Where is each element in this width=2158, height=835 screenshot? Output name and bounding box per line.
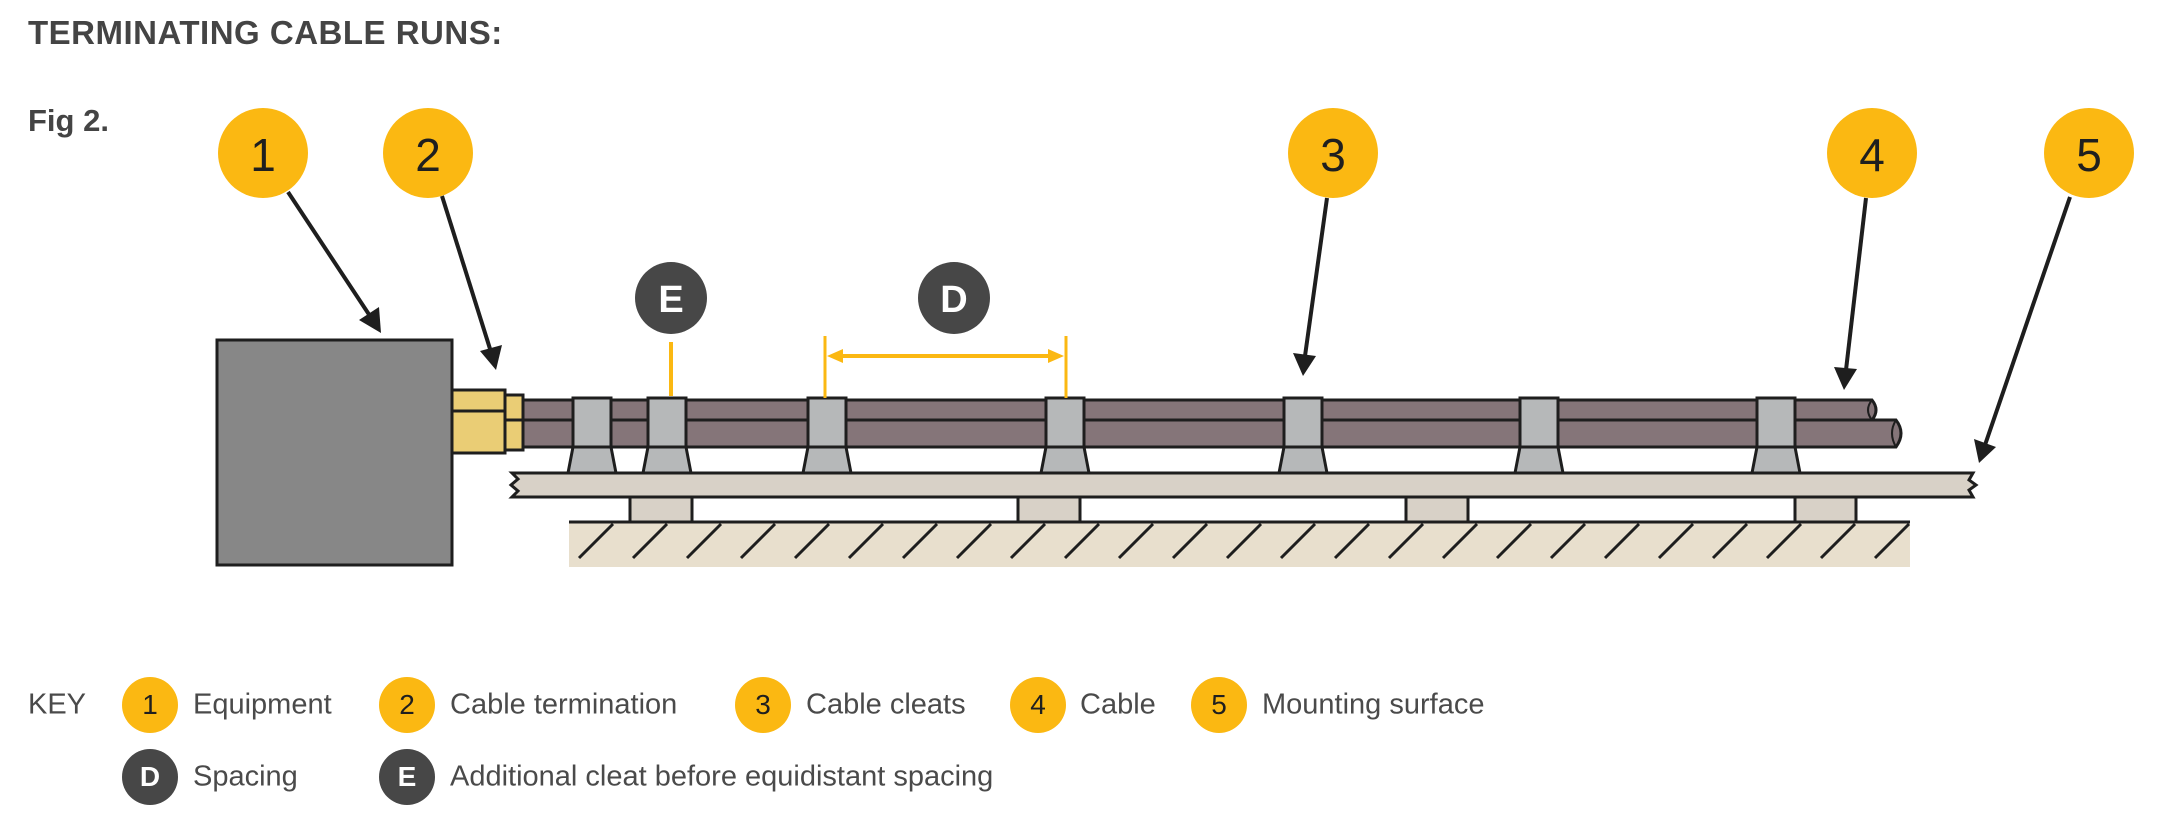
equipment-box xyxy=(215,338,454,567)
standoff-block xyxy=(1793,495,1858,524)
marker-e-text: E xyxy=(658,279,683,321)
key-label-spacing: Spacing xyxy=(193,760,298,793)
arrow-4 xyxy=(1834,197,1868,390)
cable-upper xyxy=(518,398,1878,422)
callout-2: 2 xyxy=(383,108,473,198)
key-badge-2: 2 xyxy=(379,677,435,733)
key-badge-e: E xyxy=(379,749,435,805)
arrow-5 xyxy=(1974,196,2072,463)
arrow-1 xyxy=(286,190,381,333)
callout-4: 4 xyxy=(1827,108,1917,198)
page-title: TERMINATING CABLE RUNS: xyxy=(28,14,503,51)
key-badge-4: 4 xyxy=(1010,677,1066,733)
cable-cleats xyxy=(566,396,1802,475)
marker-d-text: D xyxy=(940,279,967,321)
key-title: KEY xyxy=(28,688,87,721)
key-label-cable-termination: Cable termination xyxy=(450,688,678,721)
marker-e: E xyxy=(635,262,707,334)
mounting-surface xyxy=(508,471,1979,499)
standoffs xyxy=(628,495,1858,524)
standoff-block xyxy=(1404,495,1470,524)
arrow-3 xyxy=(1293,197,1329,376)
key-badge-1: 1 xyxy=(122,677,178,733)
callout-1: 1 xyxy=(218,108,308,198)
callout-2-text: 2 xyxy=(415,129,441,181)
cable-termination xyxy=(450,388,525,455)
callout-1-text: 1 xyxy=(250,129,276,181)
key-label-equipment: Equipment xyxy=(193,688,332,721)
key-label-cable-cleats: Cable cleats xyxy=(806,688,966,721)
standoff-block xyxy=(1016,495,1082,524)
callout-3: 3 xyxy=(1288,108,1378,198)
callout-5: 5 xyxy=(2044,108,2134,198)
key-badge-d: D xyxy=(122,749,178,805)
marker-d: D xyxy=(918,262,990,334)
standoff-block xyxy=(628,495,694,524)
key-label-cable: Cable xyxy=(1080,688,1156,721)
cable-cleat xyxy=(1039,396,1091,475)
key-label-mounting-surface: Mounting surface xyxy=(1262,688,1485,721)
key-badge-5: 5 xyxy=(1191,677,1247,733)
ground xyxy=(569,520,1910,567)
key-label-additional-cleat: Additional cleat before equidistant spac… xyxy=(450,760,994,793)
arrow-2 xyxy=(440,195,502,370)
cable-cleat xyxy=(641,396,693,475)
leader-arrows xyxy=(286,190,2072,463)
cable-cleat xyxy=(1277,396,1329,475)
d-arrow-left xyxy=(827,349,843,363)
figure-label: Fig 2. xyxy=(28,103,109,138)
cable-cleat xyxy=(566,396,618,475)
cable-cleat xyxy=(1750,396,1802,475)
cables xyxy=(518,398,1903,449)
cable-lower xyxy=(518,418,1903,449)
callout-3-text: 3 xyxy=(1320,129,1346,181)
callout-4-text: 4 xyxy=(1859,129,1885,181)
callout-5-text: 5 xyxy=(2076,129,2102,181)
cable-cleat xyxy=(801,396,853,475)
d-arrow-right xyxy=(1048,349,1064,363)
cable-cleat xyxy=(1513,396,1565,475)
dimension-d xyxy=(823,336,1068,398)
key-badge-3: 3 xyxy=(735,677,791,733)
